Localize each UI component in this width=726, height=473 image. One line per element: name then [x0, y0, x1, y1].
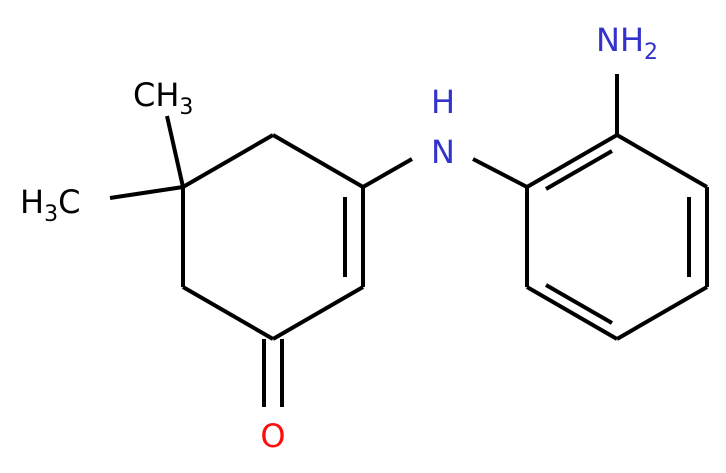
- methyl-left-label: H3C: [20, 183, 80, 227]
- benzene-ring: [525, 133, 709, 341]
- bond-c4-c3: [271, 133, 365, 189]
- methyl-top-label: CH3: [133, 76, 193, 120]
- amine-nh-h-label: H: [431, 83, 455, 121]
- bond-b1-b2: [525, 133, 619, 189]
- bond-c5-c4: [181, 133, 275, 189]
- cyclohexenone-ring: [181, 133, 365, 341]
- bond-b4-b5: [615, 285, 709, 341]
- carbonyl-oxygen-label: O: [260, 417, 285, 455]
- amine-nh-n-label: N: [431, 133, 455, 171]
- bond-c5-methyl-top: [165, 115, 185, 188]
- bond-n-aryl: [472, 157, 528, 189]
- bond-b2-b3: [615, 133, 709, 189]
- bond-b5-b6: [525, 285, 619, 341]
- bond-c3-n: [362, 157, 413, 189]
- amino-nh2-label: NH2: [596, 21, 658, 65]
- bond-c2-c1: [271, 285, 365, 341]
- bond-b5-b6-inner: [545, 283, 613, 325]
- bond-b1-b2-inner: [545, 149, 613, 191]
- bond-c1-c6: [181, 285, 275, 341]
- bond-c5-methyl-left: [109, 185, 184, 200]
- carbonyl-bond: [262, 339, 284, 407]
